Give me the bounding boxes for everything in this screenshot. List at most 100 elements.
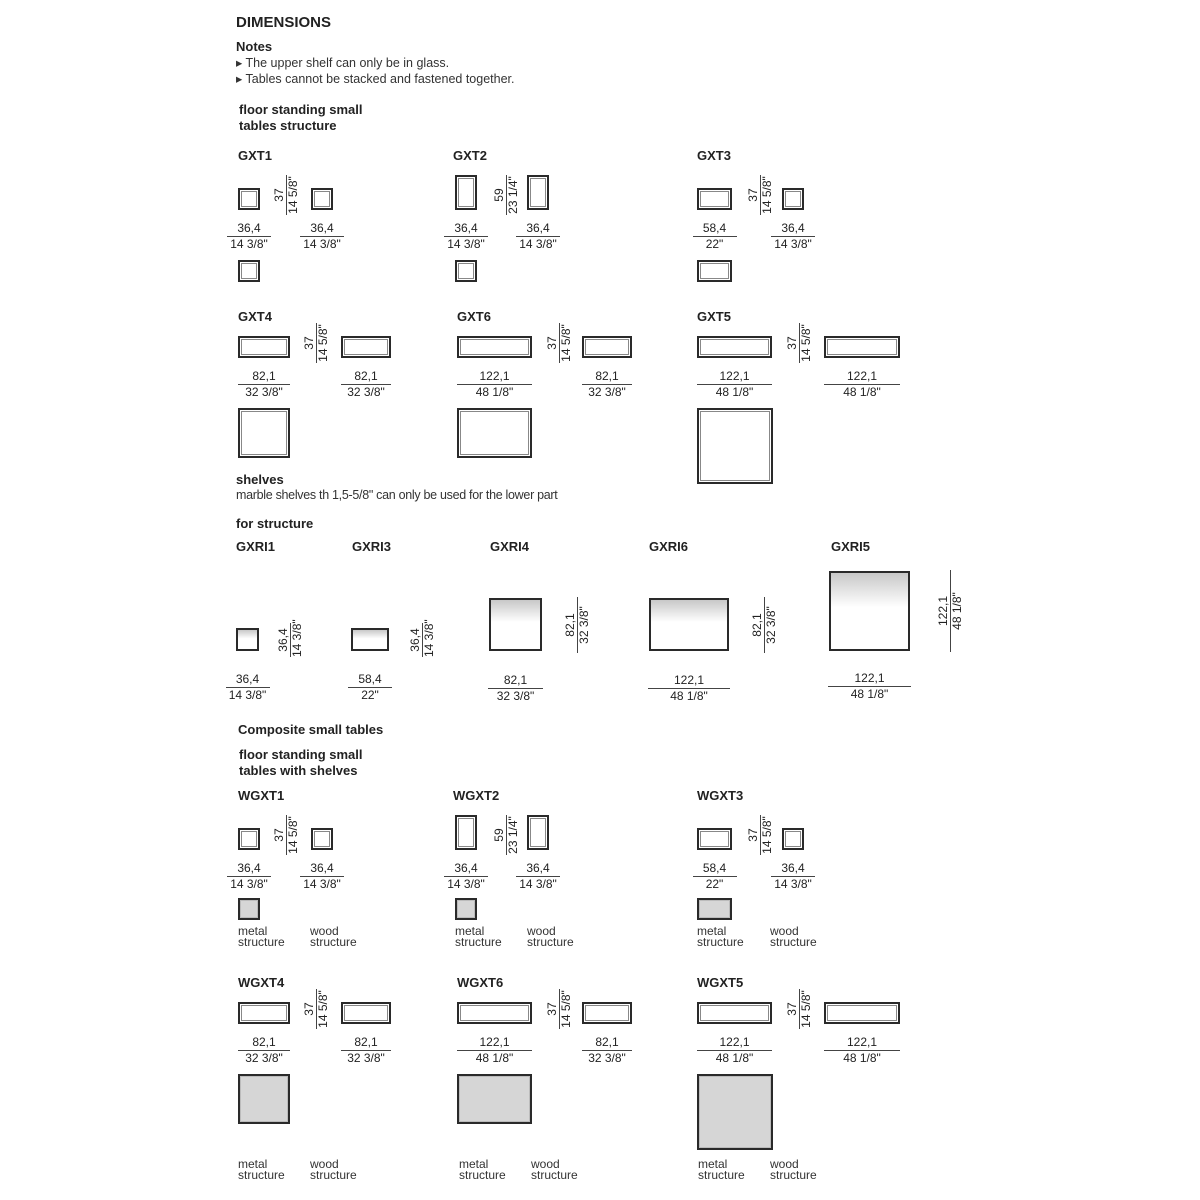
label-line: metal	[459, 1157, 489, 1171]
front-view-right	[824, 336, 900, 358]
dimension-cm: 122,1	[457, 369, 532, 385]
dimension-inch: 14 3/8"	[447, 877, 485, 891]
label-line: metal	[238, 924, 268, 938]
composite-subheading: floor standing small	[239, 747, 363, 762]
label-line: structure	[238, 1168, 285, 1182]
top-view	[457, 1074, 532, 1124]
item-code: WGXT1	[238, 788, 285, 803]
label-line: wood	[527, 924, 556, 938]
dimension-cm: 36,4	[771, 221, 815, 237]
dimension-cm: 122,1	[697, 1035, 772, 1051]
dimension-cm: 82,1	[341, 1035, 391, 1051]
dimension-inch: 14 5/8"	[799, 990, 813, 1028]
shelf-view	[829, 571, 910, 651]
label-line: wood	[770, 924, 799, 938]
dimension-inch: 48 1/8"	[475, 1051, 514, 1065]
note-item: ▸ The upper shelf can only be in glass.	[236, 56, 450, 70]
dimension-inch: 48 1/8"	[950, 592, 964, 630]
dimension-cm: 36,4	[225, 672, 270, 688]
item-code: GXT1	[238, 148, 272, 163]
front-view-right	[824, 1002, 900, 1024]
dimension-cm: 82,1	[238, 369, 290, 385]
dimension-cm: 36,4	[276, 622, 291, 657]
dimension-inch: 32 3/8"	[245, 1051, 283, 1065]
label-line: structure	[770, 935, 817, 949]
label-line: structure	[770, 1168, 817, 1182]
top-view	[238, 898, 260, 920]
dimension-inch: 14 3/8"	[519, 237, 557, 251]
item-code: GXT5	[697, 309, 731, 324]
dimension-cm: 36,4	[516, 221, 560, 237]
item-code: GXT2	[453, 148, 487, 163]
shelf-view	[351, 628, 389, 651]
front-view-left	[455, 815, 477, 850]
dimension-cm: 37	[545, 323, 560, 363]
top-view	[238, 1074, 290, 1124]
item-code: GXT3	[697, 148, 731, 163]
dimension-inch: 14 5/8"	[316, 990, 330, 1028]
dimension-inch: 32 3/8"	[245, 385, 283, 399]
shelves-heading: shelves	[236, 472, 284, 487]
front-view-right	[311, 188, 333, 210]
dimension-inch: 48 1/8"	[715, 1051, 754, 1065]
front-view-left	[455, 175, 477, 210]
dimension-inch: 14 3/8"	[228, 688, 267, 702]
shelf-view	[489, 598, 542, 651]
dimension-cm: 36,4	[444, 221, 488, 237]
dimension-cm: 82,1	[582, 1035, 632, 1051]
dimension-inch: 14 3/8"	[519, 877, 557, 891]
dimension-cm: 36,4	[300, 861, 344, 877]
dimension-cm: 37	[785, 323, 800, 363]
dimension-cm: 82,1	[750, 596, 765, 653]
dimension-cm: 122,1	[824, 1035, 900, 1051]
label-line: wood	[531, 1157, 560, 1171]
dimension-cm: 58,4	[692, 221, 737, 237]
dimension-cm: 36,4	[516, 861, 560, 877]
shelf-code: GXRI5	[831, 539, 871, 554]
dimension-cm: 37	[746, 815, 761, 855]
front-view-left	[697, 1002, 772, 1024]
dimension-inch: 14 5/8"	[760, 176, 774, 214]
label-line: metal	[698, 1157, 728, 1171]
label-line: structure	[698, 1168, 745, 1182]
label-line: wood	[310, 924, 339, 938]
front-view-right	[341, 1002, 391, 1024]
dimension-inch: 32 3/8"	[764, 605, 778, 644]
label-line: metal	[238, 1157, 268, 1171]
front-view-right	[341, 336, 391, 358]
dimension-inch: 22"	[705, 237, 724, 251]
top-view	[455, 260, 477, 282]
dimension-cm: 37	[746, 175, 761, 215]
dimension-inch: 23 1/4"	[506, 176, 520, 214]
label-line: wood	[770, 1157, 799, 1171]
dimension-cm: 58,4	[692, 861, 737, 877]
shelf-code: GXRI4	[490, 539, 530, 554]
front-view-right	[582, 1002, 632, 1024]
top-view	[697, 1074, 773, 1150]
front-view-right	[782, 828, 804, 850]
dimension-inch: 14 5/8"	[760, 816, 774, 854]
front-view-right	[782, 188, 804, 210]
structure-heading: tables structure	[239, 118, 337, 133]
dimension-inch: 22"	[705, 877, 724, 891]
dimension-inch: 14 3/8"	[774, 237, 812, 251]
dimension-inch: 14 5/8"	[559, 990, 573, 1028]
front-view-right	[311, 828, 333, 850]
